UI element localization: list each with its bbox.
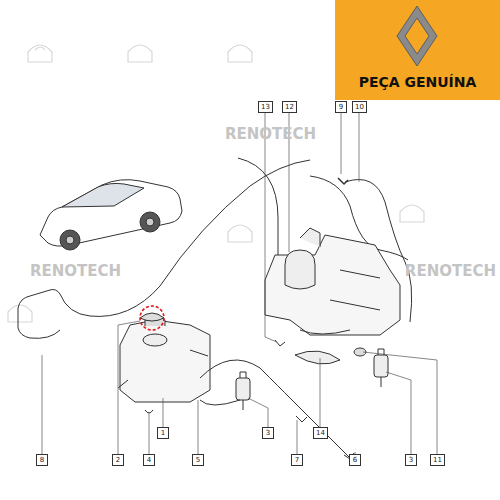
callout-number: 6 xyxy=(349,454,361,466)
watermark: RENOTECH xyxy=(225,125,316,143)
callout-number: 3 xyxy=(405,454,417,466)
callout-number: 13 xyxy=(258,101,273,113)
callout-number: 2 xyxy=(112,454,124,466)
callout-number: 9 xyxy=(335,101,347,113)
callout-number: 10 xyxy=(352,101,367,113)
callout-number: 12 xyxy=(282,101,297,113)
brand-badge: PEÇA GENUÍNA xyxy=(335,0,500,100)
badge-text: PEÇA GENUÍNA xyxy=(359,74,477,90)
callout-number: 7 xyxy=(291,454,303,466)
callout-number: 1 xyxy=(157,427,169,439)
callout-number: 14 xyxy=(313,427,328,439)
callout-number: 5 xyxy=(192,454,204,466)
watermark: RENOTECH xyxy=(30,262,121,280)
callout-number: 11 xyxy=(430,454,445,466)
callout-number: 3 xyxy=(262,427,274,439)
watermark: RENOTECH xyxy=(405,262,496,280)
callout-number: 8 xyxy=(36,454,48,466)
callout-number: 4 xyxy=(143,454,155,466)
